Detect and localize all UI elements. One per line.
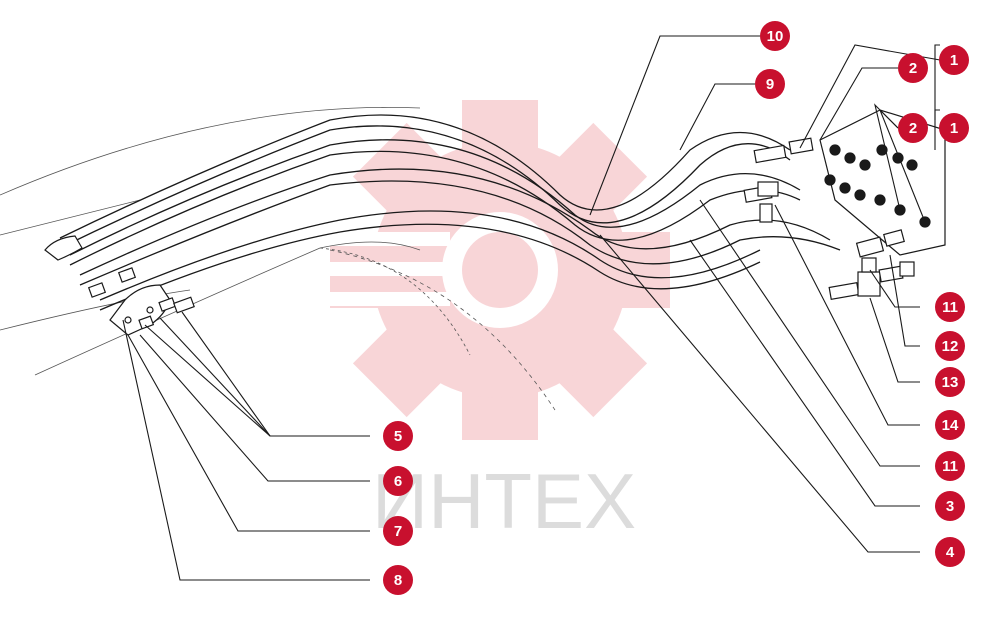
- callout-12: 12: [935, 331, 965, 361]
- callout-14: 14: [935, 410, 965, 440]
- watermark-text: ИНТЕХ: [372, 457, 636, 545]
- background-sketch-lines: [0, 107, 556, 411]
- svg-text:6: 6: [394, 473, 402, 490]
- watermark-gear-icon: [300, 100, 670, 440]
- leader-lines: [122, 35, 941, 581]
- callout-10: 10: [760, 21, 790, 51]
- left-fitting-plate: [44, 235, 195, 336]
- callout-11-upper: 11: [935, 292, 965, 322]
- svg-text:2: 2: [909, 60, 917, 77]
- valve-block: [743, 109, 946, 301]
- svg-text:8: 8: [394, 572, 402, 589]
- callout-9: 9: [755, 69, 785, 99]
- callout-5: 5: [383, 421, 413, 451]
- callout-7: 7: [383, 516, 413, 546]
- svg-text:4: 4: [946, 544, 955, 561]
- callouts: 1 2 1 2 10 9 11 12: [383, 21, 969, 595]
- callout-1-second: 1: [939, 113, 969, 143]
- callout-3: 3: [935, 491, 965, 521]
- svg-text:11: 11: [942, 458, 958, 475]
- svg-text:13: 13: [942, 374, 959, 391]
- svg-text:2: 2: [909, 120, 917, 137]
- callout-4: 4: [935, 537, 965, 567]
- svg-text:7: 7: [394, 523, 402, 540]
- callout-8: 8: [383, 565, 413, 595]
- callout-2-top: 2: [898, 53, 928, 83]
- svg-text:5: 5: [394, 428, 402, 445]
- callout-1-top: 1: [939, 45, 969, 75]
- svg-text:12: 12: [942, 338, 959, 355]
- svg-text:9: 9: [766, 76, 774, 93]
- svg-text:10: 10: [767, 28, 784, 45]
- svg-text:1: 1: [950, 52, 958, 69]
- svg-text:11: 11: [942, 299, 958, 316]
- hose-bundle: [59, 114, 841, 311]
- svg-text:14: 14: [942, 417, 959, 434]
- callout-11-lower: 11: [935, 451, 965, 481]
- svg-text:3: 3: [946, 498, 954, 515]
- svg-text:1: 1: [950, 120, 958, 137]
- callout-13: 13: [935, 367, 965, 397]
- callout-6: 6: [383, 466, 413, 496]
- callout-2-second: 2: [898, 113, 928, 143]
